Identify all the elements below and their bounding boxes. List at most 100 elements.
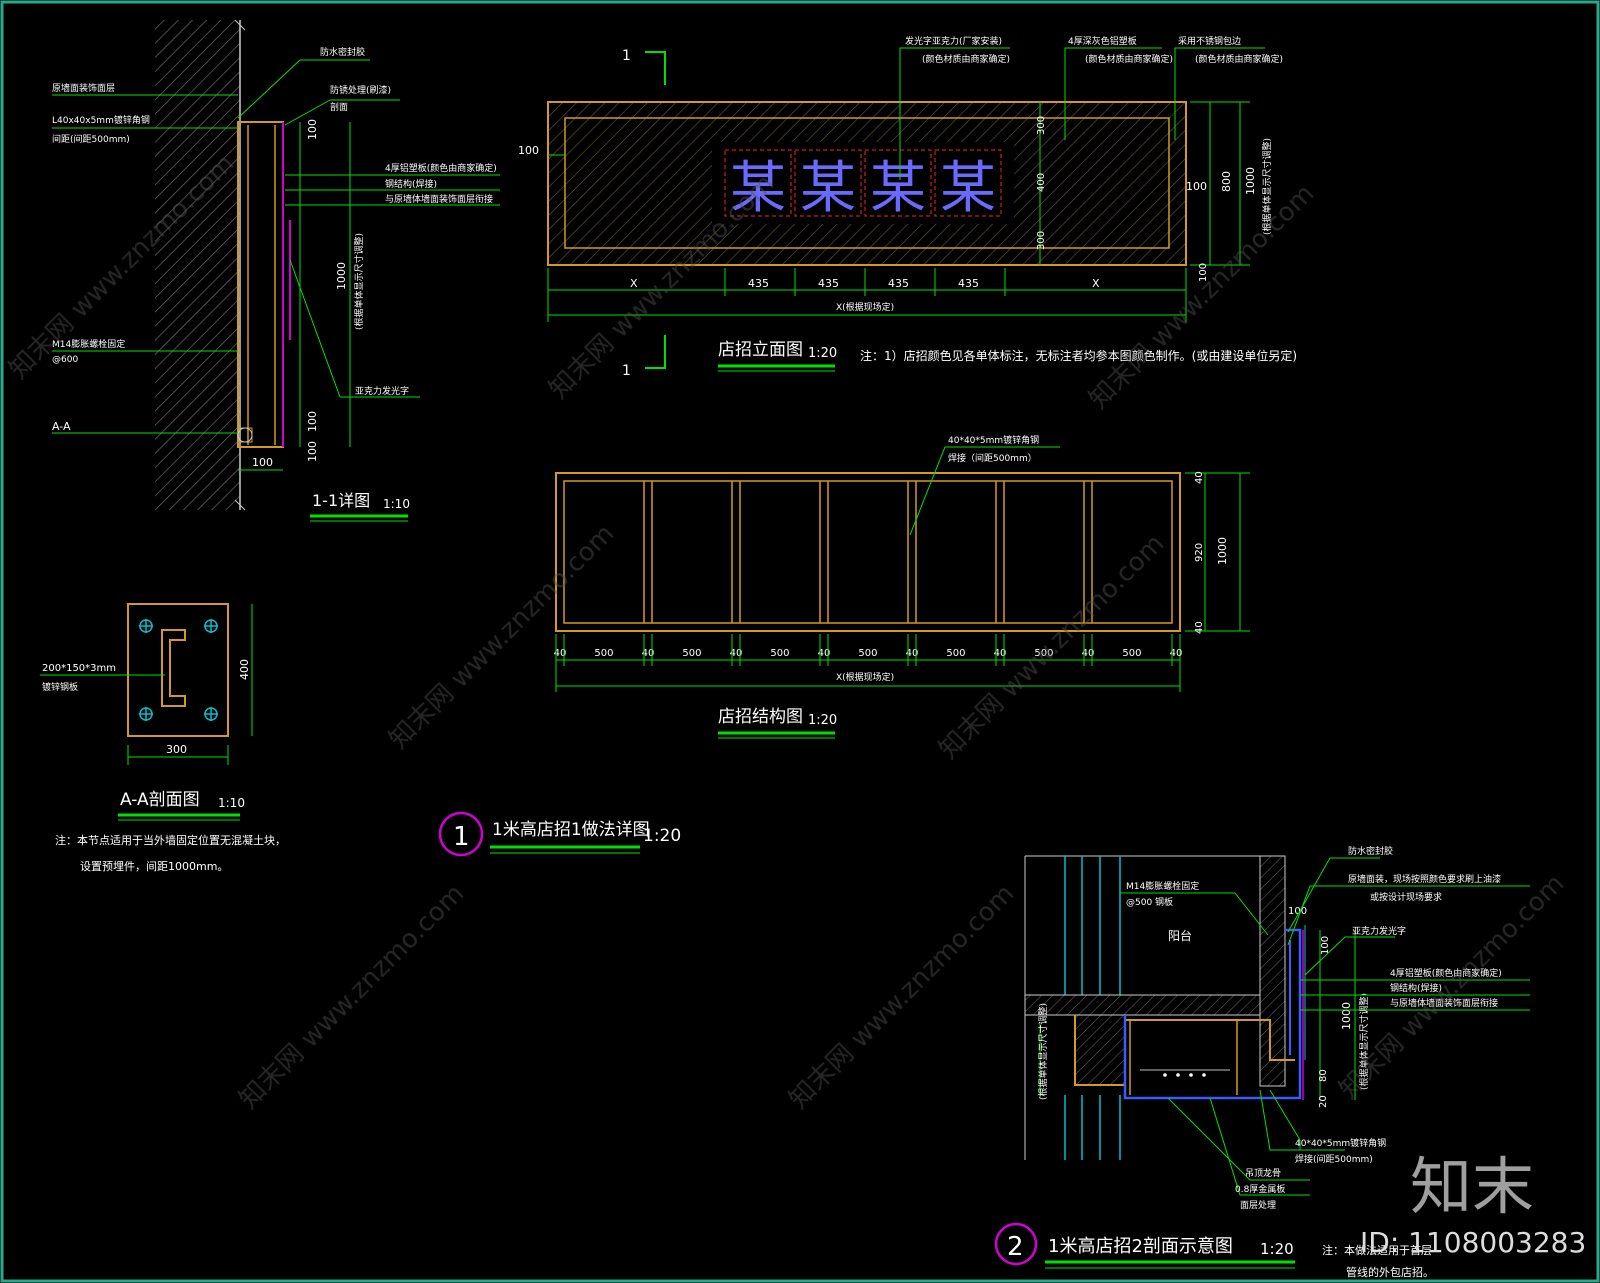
structure-bottom-dim-6: 500 bbox=[770, 648, 789, 659]
drawing1-title-block: 1 1米高店招1做法详图 1:20 bbox=[438, 811, 681, 857]
label-section: 剖面 bbox=[330, 101, 348, 113]
struct-scale: 1:20 bbox=[808, 713, 837, 728]
callout-2b: (颜色材质由商家确定) bbox=[1085, 53, 1173, 65]
d2-label-site: 或按设计现场要求 bbox=[1370, 891, 1442, 903]
d2-label-steel: 钢结构(焊接) bbox=[1390, 982, 1442, 994]
section-mark-bottom: 1 bbox=[622, 363, 631, 379]
label-spacing: 间距(间距500mm) bbox=[52, 133, 130, 145]
drawing1-scale: 1:20 bbox=[643, 826, 681, 846]
d2-label-plate: @500 钢板 bbox=[1126, 896, 1173, 908]
watermark-tile-5: 知末网 www.znzmo.com bbox=[934, 529, 1170, 765]
label-waterproof: 防水密封胶 bbox=[320, 46, 365, 58]
drawing2-title: 1米高店招2剖面示意图 bbox=[1048, 1236, 1233, 1257]
structure-callout-1: 40*40*5mm镀锌角钢 bbox=[948, 434, 1039, 446]
label-bolt-spacing: @600 bbox=[52, 355, 78, 365]
struct-total-dim: X(根据现场定) bbox=[836, 671, 894, 683]
elev-dim-300a: 300 bbox=[1036, 116, 1047, 135]
elev-note: 注：1）店招颜色见各单体标注，无标注者均参本图颜色制作。(或由建设单位另定) bbox=[860, 348, 1297, 363]
d2-label-paint: 原墙面装，现场按照颜色要求刷上油漆 bbox=[1348, 873, 1501, 885]
elev-rdim-800: 800 bbox=[1220, 171, 1233, 192]
drawing1-title: 1米高店招1做法详图 bbox=[492, 820, 650, 840]
structure-bottom-dim-7: 40 bbox=[818, 648, 831, 659]
aa-note-1: 注：本节点适用于当外墙固定位置无混凝土块， bbox=[55, 833, 286, 847]
aa-dim-w: 300 bbox=[166, 743, 187, 756]
elevation-drawing: 1 1 某 某 某 某 发光字亚克力(厂家安装) (颜色材质由商家确定) 4厚深… bbox=[518, 35, 1297, 379]
sign-char-3: 某 bbox=[870, 156, 926, 221]
structure-drawing: 40*40*5mm镀锌角钢 焊接（间距500mm） 40 920 40 1000… bbox=[554, 434, 1250, 739]
watermark-id: ID: 1108003283 bbox=[1360, 1226, 1586, 1259]
d2-dim-80: 80 bbox=[1318, 1069, 1329, 1082]
section-aa: 200*150*3mm 镀锌钢板 300 400 A-A剖面图 1:10 注：本… bbox=[40, 603, 286, 873]
watermark-tile-8: 知末网 www.znzmo.com bbox=[1334, 869, 1570, 1105]
elev-bdim-5: 435 bbox=[958, 277, 979, 290]
wall-hatch bbox=[155, 20, 240, 510]
callout-3b: (颜色材质由商家确定) bbox=[1195, 53, 1283, 65]
drawing2-section: (根据单体显示尺寸调整) 100 100 1000 (根据单体显示尺寸调整) 8… bbox=[994, 845, 1530, 1279]
plate-label-1: 200*150*3mm bbox=[42, 663, 116, 674]
d2-dim-20: 20 bbox=[1318, 1095, 1329, 1108]
structure-bottom-dim-9: 40 bbox=[906, 648, 919, 659]
sign-char-2: 某 bbox=[800, 156, 856, 221]
sign-char-1: 某 bbox=[730, 156, 786, 221]
dim-100-top: 100 bbox=[306, 119, 319, 140]
sign-char-4: 某 bbox=[940, 156, 996, 221]
structure-bottom-dim-3: 40 bbox=[642, 648, 655, 659]
watermark-tile-4: 知末网 www.znzmo.com bbox=[384, 519, 620, 755]
aa-dim-h: 400 bbox=[238, 659, 251, 680]
d2-dim-1000: 1000 bbox=[1340, 1002, 1353, 1030]
d2-dim-100a: 100 bbox=[1288, 906, 1307, 917]
structure-callout-2: 焊接（间距500mm） bbox=[948, 452, 1037, 464]
callout-2a: 4厚深灰色铝塑板 bbox=[1068, 35, 1137, 47]
d2-label-panel: 4厚铝塑板(颜色由商家确定) bbox=[1390, 967, 1502, 979]
d2-label-join: 与原墙体墙面装饰面层衔接 bbox=[1390, 997, 1498, 1009]
structure-frame bbox=[555, 472, 1181, 632]
watermark-tile-7: 知末网 www.znzmo.com bbox=[784, 879, 1020, 1115]
detail11-scale: 1:10 bbox=[383, 497, 410, 511]
structure-bottom-dim-15: 40 bbox=[1170, 648, 1183, 659]
d2-label-bolt: M14膨胀螺栓固定 bbox=[1126, 880, 1199, 892]
detail11-title: 1-1详图 bbox=[312, 491, 370, 510]
elev-bdim-3: 435 bbox=[818, 277, 839, 290]
d2-label-metal: 0.8厚金属板 bbox=[1235, 1183, 1285, 1195]
d2-dim-100b: 100 bbox=[1320, 936, 1331, 955]
elev-bdim-6: X bbox=[1092, 277, 1100, 290]
callout-3a: 采用不锈钢包边 bbox=[1178, 35, 1241, 47]
label-bolt: M14膨胀螺栓固定 bbox=[52, 338, 125, 350]
wall-column bbox=[1259, 855, 1286, 1087]
plate-label-2: 镀锌钢板 bbox=[42, 681, 78, 693]
struct-rdim-920: 920 bbox=[1194, 543, 1205, 562]
d2-label-waterproof: 防水密封胶 bbox=[1348, 845, 1393, 857]
elev-dim-400: 400 bbox=[1036, 173, 1047, 192]
drawing2-number: 2 bbox=[1007, 1232, 1024, 1262]
structure-bottom-dim-14: 500 bbox=[1122, 648, 1141, 659]
d2-label-weld: 焊接(间距500mm) bbox=[1295, 1153, 1373, 1165]
letter-zone bbox=[712, 142, 1014, 224]
struct-rdim-40b: 40 bbox=[1194, 621, 1205, 634]
callout-1a: 发光字亚克力(厂家安装) bbox=[905, 35, 1002, 47]
structure-bottom-dim-13: 40 bbox=[1082, 648, 1095, 659]
d2-label-finish: 面层处理 bbox=[1240, 1199, 1276, 1211]
struct-rdim-1000: 1000 bbox=[1216, 537, 1229, 565]
d2-note-1: 注：本做法适用于首层 bbox=[1322, 1243, 1432, 1257]
d2-label-keel: 吊顶龙骨 bbox=[1245, 1167, 1281, 1179]
aa-note-2: 设置预埋件，间距1000mm。 bbox=[80, 860, 228, 873]
structure-bottom-dim-1: 40 bbox=[554, 648, 567, 659]
sign-letters: 某 某 某 某 bbox=[724, 149, 1002, 221]
structure-bottom-dim-10: 500 bbox=[946, 648, 965, 659]
structure-bottom-dim-8: 500 bbox=[858, 648, 877, 659]
elev-bdim-2: 435 bbox=[748, 277, 769, 290]
d2-label-balcony: 阳台 bbox=[1168, 928, 1192, 943]
elev-left-dim: 100 bbox=[518, 144, 539, 157]
label-steel: 钢结构(焊接) bbox=[385, 178, 437, 190]
dim-1000: 1000 bbox=[335, 262, 348, 290]
elev-rdim-100b: 100 bbox=[1198, 263, 1209, 282]
sign-section-body bbox=[237, 121, 284, 448]
slab bbox=[1024, 994, 1261, 1016]
label-join: 与原墙体墙面装饰面层衔接 bbox=[385, 193, 493, 205]
structure-bottom-dim-4: 500 bbox=[682, 648, 701, 659]
elev-bdim-4: 435 bbox=[888, 277, 909, 290]
section-mark-top: 1 bbox=[622, 48, 631, 64]
